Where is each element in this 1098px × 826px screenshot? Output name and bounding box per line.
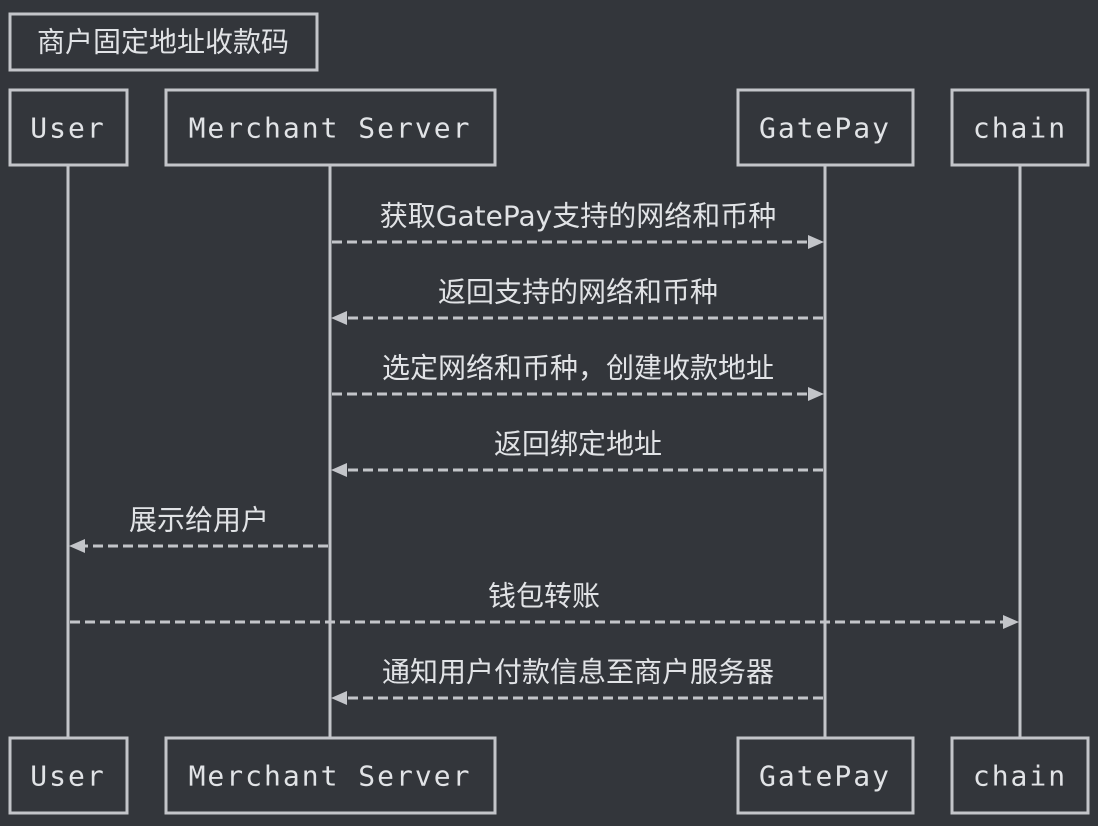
participant-label: Merchant Server (189, 112, 472, 145)
participant-label: chain (973, 760, 1067, 793)
arrowhead (1003, 615, 1019, 629)
message-label: 返回绑定地址 (494, 428, 662, 461)
participant-label: chain (973, 112, 1067, 145)
message-6: 钱包转账 (70, 580, 1019, 629)
participant-label: Merchant Server (189, 760, 472, 793)
message-label: 通知用户付款信息至商户服务器 (382, 656, 774, 689)
participant-label: GatePay (759, 112, 891, 145)
participant-merchant-server-bottom: Merchant Server (164, 736, 497, 815)
messages: 获取GatePay支持的网络和币种 返回支持的网络和币种 选定网络和币种，创建收… (69, 200, 1019, 705)
participant-gatepay-bottom: GatePay (736, 736, 915, 815)
participant-label: User (30, 760, 105, 793)
message-4: 返回绑定地址 (331, 428, 823, 477)
participant-label: GatePay (759, 760, 891, 793)
participant-user-bottom: User (8, 736, 129, 815)
title-box (8, 12, 319, 72)
arrowhead (331, 691, 347, 705)
participant-merchant-server-top: Merchant Server (164, 88, 497, 167)
message-1: 获取GatePay支持的网络和币种 (332, 200, 824, 249)
participant-gatepay-top: GatePay (736, 88, 915, 167)
lifelines (66, 166, 1022, 738)
message-label: 展示给用户 (129, 504, 269, 537)
arrowhead (69, 539, 85, 553)
message-3: 选定网络和币种，创建收款地址 (332, 352, 824, 401)
message-label: 钱包转账 (488, 580, 600, 613)
arrowhead (331, 463, 347, 477)
diagram-title: 商户固定地址收款码 (8, 12, 319, 72)
message-5: 展示给用户 (69, 504, 328, 553)
message-label: 获取GatePay支持的网络和币种 (380, 200, 776, 233)
message-2: 返回支持的网络和币种 (331, 276, 823, 325)
arrowhead (808, 387, 824, 401)
message-7: 通知用户付款信息至商户服务器 (331, 656, 823, 705)
participant-chain-top: chain (950, 88, 1090, 167)
arrowhead (808, 235, 824, 249)
message-label: 选定网络和币种，创建收款地址 (382, 352, 774, 385)
participant-label: User (30, 112, 105, 145)
participant-user-top: User (8, 88, 129, 167)
arrowhead (331, 311, 347, 325)
message-label: 返回支持的网络和币种 (438, 276, 718, 309)
title-text: 商户固定地址收款码 (37, 26, 289, 59)
participant-chain-bottom: chain (950, 736, 1090, 815)
